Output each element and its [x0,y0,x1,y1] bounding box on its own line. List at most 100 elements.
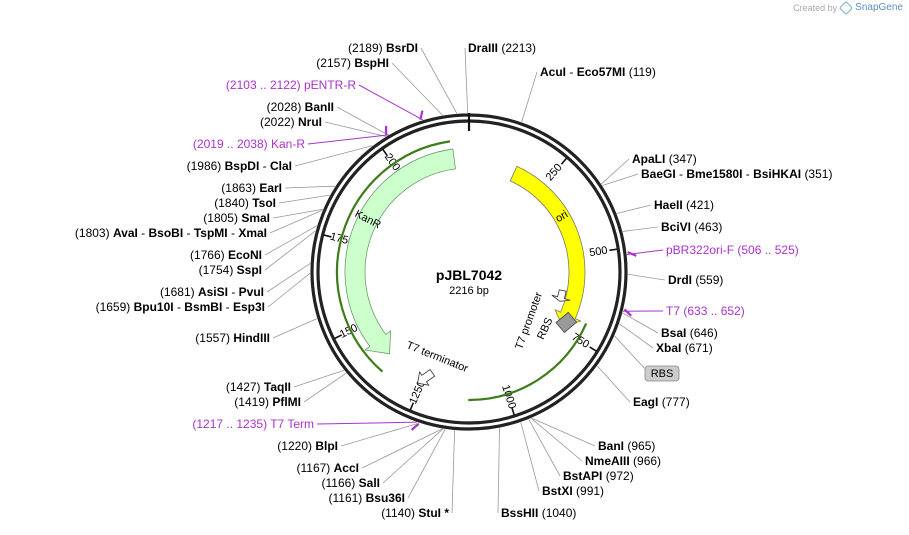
separator: - [566,65,577,79]
enzyme-hindiii[interactable]: (1557) HindIII [195,331,270,345]
rbs-badge[interactable] [644,365,680,382]
primer-pentr-r[interactable]: (2103 .. 2122) pENTR-R [226,78,356,92]
leader-line [616,204,652,214]
tick-mark-250 [560,157,568,165]
primer-kan-r[interactable]: (2019 .. 2038) Kan-R [193,137,305,151]
site-position: (1166) [322,476,356,490]
primer-t7-term[interactable]: (1217 .. 1235) T7 Term [192,417,314,431]
enzyme-bsshii[interactable]: BssHII (1040) [501,506,576,520]
enzyme-tsoi[interactable]: (1840) TsoI [214,196,276,210]
tick-mark-750 [589,346,597,352]
enzyme-bpu10i[interactable]: (1659) Bpu10I - BsmBI - Esp3I [96,300,265,314]
enzyme-label: (1805) SmaI [203,211,270,225]
site-name: SspI [237,263,262,277]
enzyme-bstxi[interactable]: BstXI (991) [542,484,604,498]
enzyme-nmeaiii[interactable]: NmeAIII (966) [585,454,661,468]
enzyme-draiii[interactable]: DraIII (2213) [468,41,536,55]
leader-line [464,47,469,114]
leader-line [602,173,639,186]
enzyme-bstapi[interactable]: BstAPI (972) [563,469,634,483]
site-name: BssHII [501,506,538,520]
enzyme-eagi[interactable]: EagI (777) [633,395,690,409]
enzyme-sspi[interactable]: (1754) SspI [199,263,262,277]
site-name: BstAPI [563,469,602,483]
enzyme-apali[interactable]: ApaLI (347) [632,152,697,166]
enzyme-bsai[interactable]: BsaI (646) [661,326,718,340]
enzyme-blpi[interactable]: (1220) BlpI [277,439,338,453]
site-name: BsmBI [184,300,222,314]
leader-line [324,121,386,137]
enzyme-acci[interactable]: (1167) AccI [297,461,360,475]
t7-promoter-arrow[interactable] [551,289,571,302]
leader-line [614,335,649,373]
separator: - [138,226,149,240]
site-name: PvuI [239,285,264,299]
site-position: (2213) [501,41,536,55]
rbs-feature-box[interactable] [555,311,578,334]
leader-line [520,422,540,492]
enzyme-smai[interactable]: (1805) SmaI [203,211,270,225]
enzyme-label: (1167) AccI [297,461,360,475]
enzyme-label: (1986) BspDI - ClaI [187,159,292,173]
t7-terminator-arrow[interactable] [413,366,437,389]
site-name: EagI [633,395,658,409]
separator: - [742,167,753,181]
primer-t7[interactable]: T7 (633 .. 652) [666,304,745,318]
leader-line [269,209,323,234]
enzyme-bspdi[interactable]: (1986) BspDI - ClaI [187,159,292,173]
site-position: (1140) [381,506,415,520]
leader-line [264,225,318,256]
enzyme-acui[interactable]: AcuI - Eco57MI (119) [540,65,656,79]
primer-pbr322ori-f[interactable]: pBR322ori-F (506 .. 525) [666,243,799,257]
enzyme-bsrdi[interactable]: (2189) BsrDI [348,41,418,55]
site-position: (1040) [542,506,577,520]
leader-line [303,372,347,403]
site-name: ClaI [270,159,292,173]
enzyme-label: (1419) PflMI [234,395,301,409]
enzyme-taqii[interactable]: (1427) TaqII [226,380,291,394]
leader-line [531,417,596,447]
leader-line [451,430,455,514]
site-name: XmaI [238,226,267,240]
site-name: TspMI [194,226,228,240]
enzyme-label: BaeGI - Bme1580I - BsiHKAI (351) [641,167,832,181]
site-name: AsiSI [198,285,228,299]
enzyme-drdi[interactable]: DrdI (559) [668,273,723,287]
site-name: AccI [334,461,359,475]
credit-prefix: Created by [793,2,838,13]
enzyme-baegi[interactable]: BaeGI - Bme1580I - BsiHKAI (351) [641,167,832,181]
enzyme-label: (1166) SalI [322,476,381,490]
site-name: NruI [298,115,322,129]
enzyme-bcivi[interactable]: BciVI (463) [661,220,722,234]
site-name: BsrDI [386,41,418,55]
enzyme-pflmi[interactable]: (1419) PflMI [234,395,301,409]
enzyme-bani[interactable]: BanI (965) [598,439,655,453]
enzyme-nrui[interactable]: (2022) NruI [260,115,322,129]
leader-line [528,419,561,477]
enzyme-label: (2189) BsrDI [348,41,418,55]
tick-mark-1000 [511,407,515,416]
enzyme-label: BciVI (463) [661,220,722,234]
enzyme-bsu36i[interactable]: (1161) Bsu36I [329,491,406,505]
enzyme-avai[interactable]: (1803) AvaI - BsoBI - TspMI - XmaI [75,226,267,240]
kanr-feature-arrow[interactable] [344,148,456,355]
enzyme-econi[interactable]: (1766) EcoNI [190,248,262,262]
enzyme-sali[interactable]: (1166) SalI [322,476,381,490]
site-name: BanII [305,100,334,114]
enzyme-asisi[interactable]: (1681) AsiSI - PvuI [160,285,264,299]
site-position: (972) [606,469,634,483]
leader-line [358,84,424,121]
separator: - [228,285,239,299]
enzyme-xbai[interactable]: XbaI (671) [656,341,713,355]
enzyme-banii[interactable]: (2028) BanII [267,100,334,114]
enzyme-label: DraIII (2213) [468,41,536,55]
enzyme-stui[interactable]: (1140) StuI * [381,506,449,520]
enzyme-haeii[interactable]: HaeII (421) [654,198,714,212]
site-name: TsoI [252,196,276,210]
leader-line [294,145,373,167]
ori-feature-arrow[interactable] [509,165,586,327]
enzyme-bsphi[interactable]: (2157) BspHI [316,56,389,70]
site-name: AvaI [113,226,138,240]
enzyme-label: (2022) NruI [260,115,322,129]
enzyme-eari[interactable]: (1863) EarI [221,181,282,195]
